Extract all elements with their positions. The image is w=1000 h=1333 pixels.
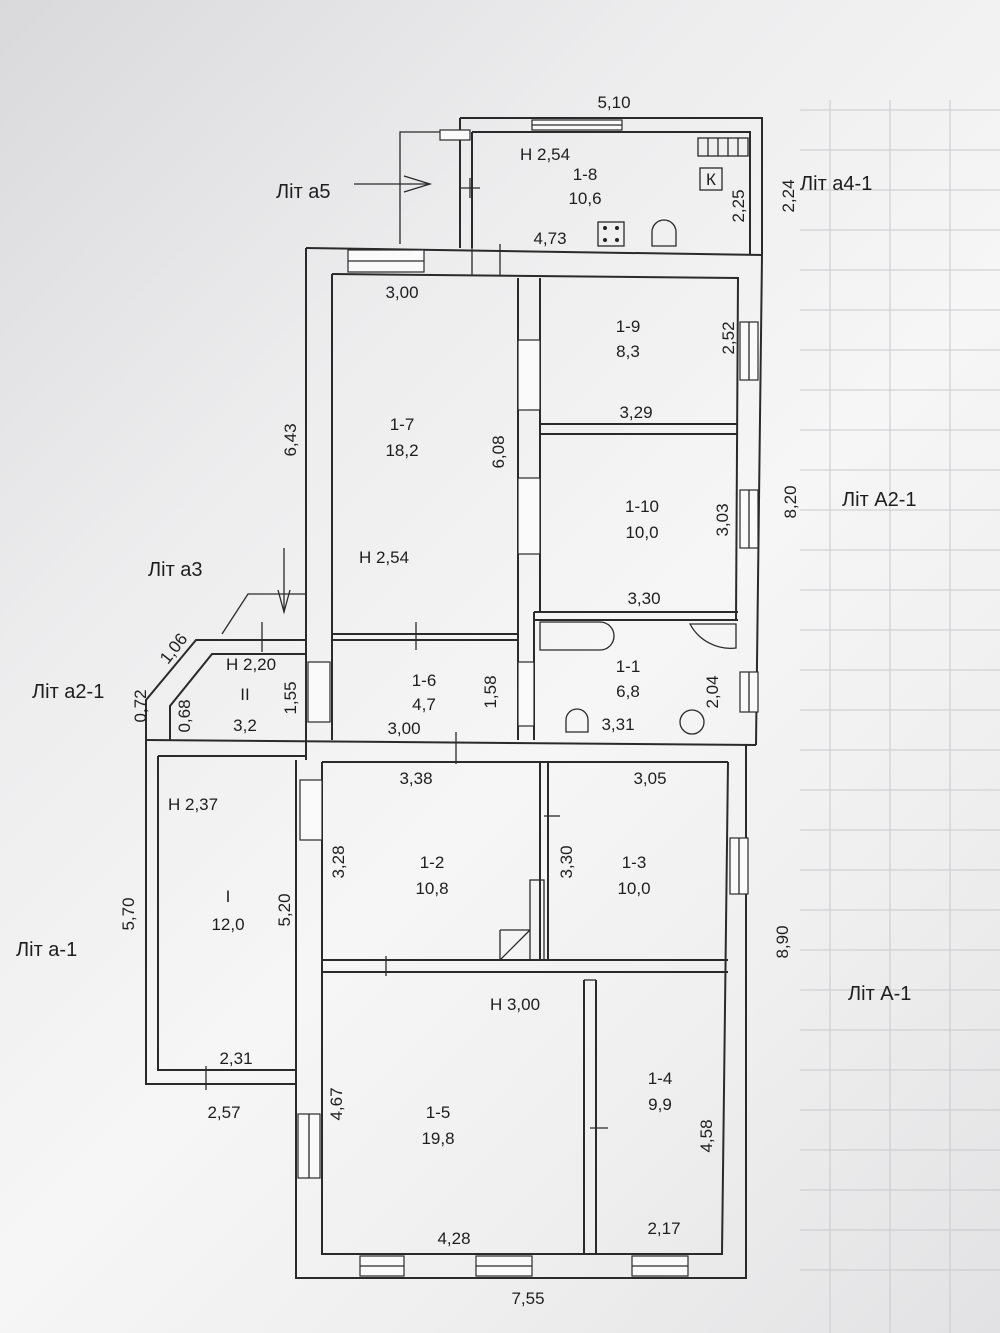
lit-a1-label: Літ а-1 — [16, 939, 77, 961]
room-1-10-id: 1-10 — [625, 497, 659, 516]
room-1-4-area: 9,9 — [648, 1095, 672, 1114]
room-1-1-area: 6,8 — [616, 682, 640, 701]
dim-7-55: 7,55 — [511, 1289, 544, 1308]
dim-3-29: 3,29 — [619, 403, 652, 422]
room-1-7-height: Н 2,54 — [359, 548, 409, 567]
dim-6-43: 6,43 — [281, 423, 300, 456]
dim-3-31: 3,31 — [601, 715, 634, 734]
dim-1-58: 1,58 — [481, 675, 500, 708]
room-1-8-area: 10,6 — [568, 189, 601, 208]
dimensions: 5,10 4,73 2,25 2,24 3,00 6,43 6,08 2,52 … — [119, 93, 800, 1308]
stove-label: К — [706, 170, 716, 189]
room-1-7-area: 18,2 — [385, 441, 418, 460]
dim-2-57: 2,57 — [207, 1103, 240, 1122]
dim-0-72: 0,72 — [131, 689, 150, 722]
dim-3-28: 3,28 — [329, 845, 348, 878]
room-1-10-area: 10,0 — [625, 523, 658, 542]
dim-3-30-upper: 3,30 — [627, 589, 660, 608]
room-I-height: Н 2,37 — [168, 795, 218, 814]
dim-5-70: 5,70 — [119, 897, 138, 930]
dim-6-08: 6,08 — [489, 435, 508, 468]
dim-4-58: 4,58 — [697, 1119, 716, 1152]
dim-5-10: 5,10 — [597, 93, 630, 112]
room-1-7-id: 1-7 — [390, 415, 415, 434]
dim-4-67: 4,67 — [327, 1087, 346, 1120]
dim-2-52: 2,52 — [719, 321, 738, 354]
room-1-2-area: 10,8 — [415, 879, 448, 898]
room-1-8-id: 1-8 — [573, 165, 598, 184]
dim-8-90: 8,90 — [773, 925, 792, 958]
dim-3-00-top: 3,00 — [385, 283, 418, 302]
room-1-1-id: 1-1 — [616, 657, 641, 676]
dim-3-38: 3,38 — [399, 769, 432, 788]
dim-3-05: 3,05 — [633, 769, 666, 788]
room-1-9-id: 1-9 — [616, 317, 641, 336]
lit-A1-label: Літ А-1 — [848, 983, 911, 1005]
lit-a2-label: Літ а2-1 — [32, 681, 104, 703]
dim-4-28: 4,28 — [437, 1229, 470, 1248]
dim-2-25: 2,25 — [729, 189, 748, 222]
paper-grid — [800, 100, 1000, 1333]
room-labels: Н 2,54 1-8 10,6 1-9 8,3 1-7 18,2 Н 2,54 … — [168, 145, 672, 1148]
room-1-6-id: 1-6 — [412, 671, 437, 690]
stove-icon — [699, 167, 723, 191]
room-I-id: I — [226, 887, 231, 906]
bathtub-icon — [539, 621, 615, 651]
room-1-3-id: 1-3 — [622, 853, 647, 872]
dim-3-30-lower: 3,30 — [557, 845, 576, 878]
room-1-5-area: 19,8 — [421, 1129, 454, 1148]
dim-2-24: 2,24 — [779, 179, 798, 212]
lit-a4-label: Літ а4-1 — [800, 173, 872, 195]
toilet-icon — [679, 709, 705, 735]
dim-8-20: 8,20 — [781, 485, 800, 518]
room-1-2-id: 1-2 — [420, 853, 445, 872]
dim-0-68: 0,68 — [175, 699, 194, 732]
dim-2-17: 2,17 — [647, 1219, 680, 1238]
sink-icon — [651, 219, 677, 247]
dim-1-55: 1,55 — [281, 681, 300, 714]
room-1-4-id: 1-4 — [648, 1069, 673, 1088]
room-II-id: II — [240, 685, 249, 704]
openings — [205, 119, 759, 1277]
lit-a5-label: Літ а5 — [276, 181, 331, 203]
dim-2-31: 2,31 — [219, 1049, 252, 1068]
lit-labels: Літ а5 Літ а4-1 Літ А2-1 Літ а3 Літ а2-1… — [16, 173, 917, 1005]
room-II-area: 3,2 — [233, 716, 257, 735]
radiator-icon — [697, 137, 749, 157]
dim-2-04: 2,04 — [703, 675, 722, 708]
room-1-6-area: 4,7 — [412, 695, 436, 714]
room-1-9-area: 8,3 — [616, 342, 640, 361]
arrows — [277, 175, 433, 615]
room-II-height: Н 2,20 — [226, 655, 276, 674]
dim-5-20: 5,20 — [275, 893, 294, 926]
dim-4-73: 4,73 — [533, 229, 566, 248]
room-1-8-height: Н 2,54 — [520, 145, 570, 164]
lit-a3-label: Літ а3 — [148, 559, 203, 581]
dim-1-06: 1,06 — [156, 630, 191, 668]
washbasin-icon — [565, 708, 589, 733]
lit-A2-label: Літ А2-1 — [842, 489, 917, 511]
fixtures: К — [539, 137, 749, 735]
room-1-5-height: Н 3,00 — [490, 995, 540, 1014]
dim-3-00-mid: 3,00 — [387, 719, 420, 738]
room-1-3-area: 10,0 — [617, 879, 650, 898]
cooktop-icon — [597, 221, 625, 247]
dim-3-03: 3,03 — [713, 503, 732, 536]
room-1-5-id: 1-5 — [426, 1103, 451, 1122]
room-I-area: 12,0 — [211, 915, 244, 934]
